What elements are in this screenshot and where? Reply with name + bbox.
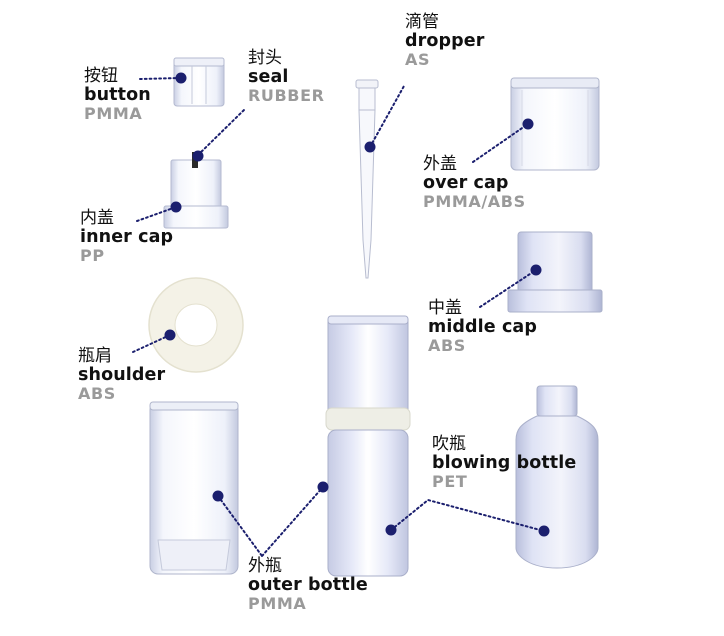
assembled-bottle-part xyxy=(325,315,411,577)
label-button-material: PMMA xyxy=(84,104,143,124)
label-shoulder-en: shoulder xyxy=(78,364,166,385)
shoulder-dot xyxy=(164,329,176,341)
label-dropper-en: dropper xyxy=(405,30,485,51)
label-middle-cap: 中盖 middle cap ABS xyxy=(428,298,537,356)
over-cap-part xyxy=(510,77,600,171)
inner-cap-leader xyxy=(136,206,177,222)
label-inner-cap-material: PP xyxy=(80,246,105,266)
label-shoulder: 瓶肩 shoulder ABS xyxy=(78,346,166,404)
label-blowing-bottle-zh: 吹瓶 xyxy=(432,434,466,454)
label-over-cap-en: over cap xyxy=(423,172,509,193)
label-seal-material: RUBBER xyxy=(248,86,325,106)
shoulder-part xyxy=(148,277,244,373)
label-inner-cap-en: inner cap xyxy=(80,226,174,247)
label-outer-bottle: 外瓶 outer bottle PMMA xyxy=(248,556,368,614)
seal-leader xyxy=(197,109,245,156)
label-inner-cap-zh: 内盖 xyxy=(80,208,114,228)
outer-bottle-dot-2 xyxy=(317,481,329,493)
middle-cap-dot xyxy=(530,264,542,276)
over-cap-leader xyxy=(472,123,529,163)
outer-bottle-dot xyxy=(212,490,224,502)
button-leader xyxy=(139,77,182,80)
blowing-bottle-leader xyxy=(390,498,545,532)
button-part xyxy=(173,57,225,107)
outer-bottle-part xyxy=(149,401,239,575)
label-inner-cap: 内盖 inner cap PP xyxy=(80,208,174,266)
label-seal-en: seal xyxy=(248,66,289,87)
blowing-bottle-dot xyxy=(385,524,397,536)
label-seal: 封头 seal RUBBER xyxy=(248,48,325,106)
middle-cap-part xyxy=(507,231,603,313)
label-outer-bottle-material: PMMA xyxy=(248,594,307,614)
label-button-zh: 按钮 xyxy=(84,66,118,86)
label-dropper-zh: 滴管 xyxy=(405,12,439,32)
label-over-cap-zh: 外盖 xyxy=(423,154,457,174)
label-button-en: button xyxy=(84,84,151,105)
label-over-cap: 外盖 over cap PMMA/ABS xyxy=(423,154,526,212)
dropper-dot xyxy=(364,141,376,153)
label-outer-bottle-zh: 外瓶 xyxy=(248,556,282,576)
blowing-bottle-dot-2 xyxy=(538,525,550,537)
label-dropper-material: AS xyxy=(405,50,431,70)
label-middle-cap-material: ABS xyxy=(428,336,466,356)
label-shoulder-zh: 瓶肩 xyxy=(78,346,112,366)
button-dot xyxy=(175,72,187,84)
label-dropper: 滴管 dropper AS xyxy=(405,12,485,70)
middle-cap-leader xyxy=(479,269,537,308)
label-shoulder-material: ABS xyxy=(78,384,116,404)
label-middle-cap-en: middle cap xyxy=(428,316,537,337)
inner-cap-part xyxy=(163,152,229,229)
label-blowing-bottle: 吹瓶 blowing bottle PET xyxy=(432,434,577,492)
label-blowing-bottle-en: blowing bottle xyxy=(432,452,577,473)
outer-bottle-leader xyxy=(217,486,324,557)
seal-dot xyxy=(192,150,204,162)
label-seal-zh: 封头 xyxy=(248,48,282,68)
label-over-cap-material: PMMA/ABS xyxy=(423,192,526,212)
label-blowing-bottle-material: PET xyxy=(432,472,468,492)
label-button: 按钮 button PMMA xyxy=(84,66,151,124)
label-middle-cap-zh: 中盖 xyxy=(428,298,462,318)
dropper-leader xyxy=(369,85,405,148)
label-outer-bottle-en: outer bottle xyxy=(248,574,368,595)
inner-cap-dot xyxy=(170,201,182,213)
shoulder-leader xyxy=(132,334,171,353)
dropper-part xyxy=(355,79,379,279)
over-cap-dot xyxy=(522,118,534,130)
